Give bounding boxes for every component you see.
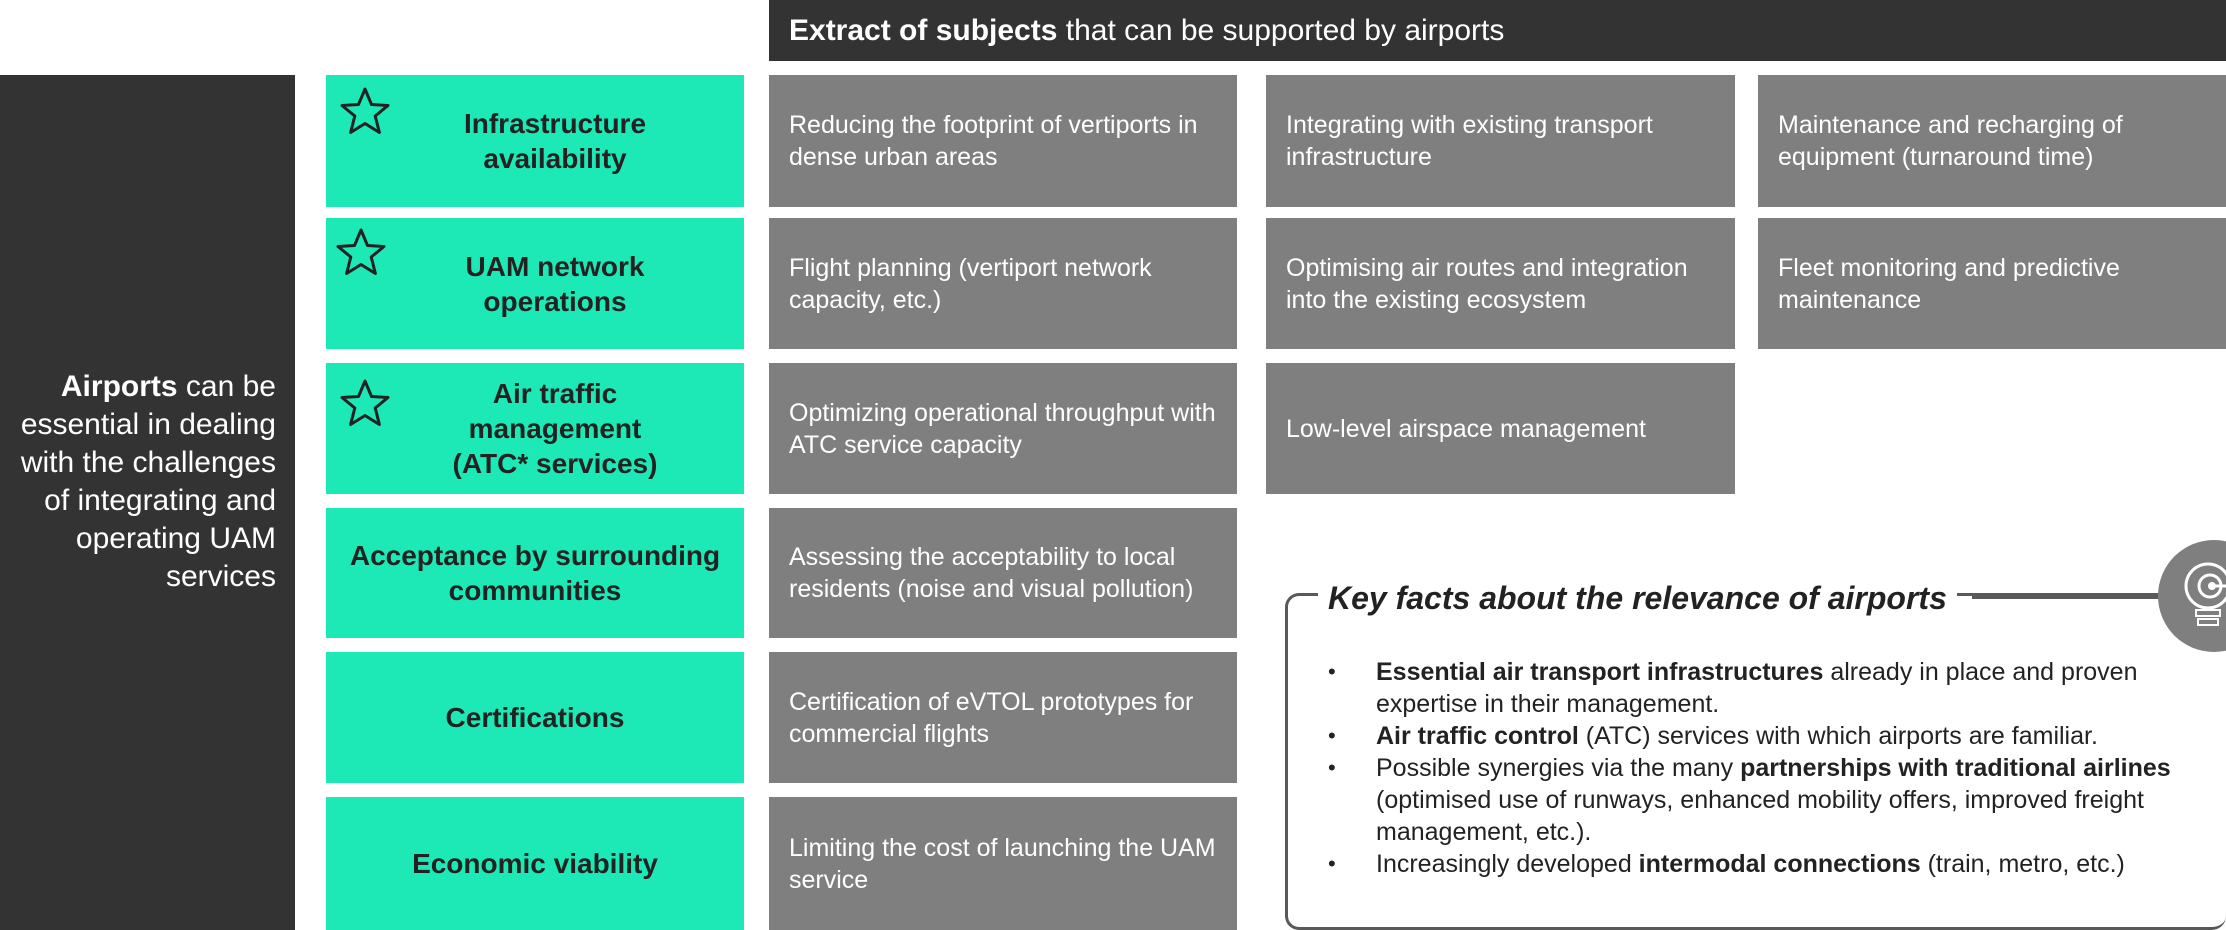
- key-fact-bold: partnerships with traditional airlines: [1740, 754, 2171, 782]
- category-label: Certifications: [445, 702, 625, 733]
- subject-box: Integrating with existing transport infr…: [1266, 75, 1735, 207]
- subject-box: Optimizing operational throughput with A…: [769, 363, 1237, 494]
- category-label: Infrastructure availability: [463, 108, 647, 174]
- subject-text: Optimising air routes and integration in…: [1286, 253, 1688, 314]
- key-facts-divider: [1972, 596, 2172, 599]
- subject-box: Maintenance and recharging of equipment …: [1758, 75, 2226, 207]
- subject-text: Reducing the footprint of vertiports in …: [789, 111, 1198, 171]
- side-panel: [0, 75, 295, 930]
- side-panel-bold: Airports: [60, 370, 178, 403]
- star-outline-icon: [338, 85, 392, 139]
- key-fact-item: Essential air transport infrastructures …: [1322, 656, 2202, 720]
- key-fact-text: already in place and proven expertise in…: [1376, 658, 2145, 718]
- subject-text: Fleet monitoring and predictive maintena…: [1778, 253, 2120, 314]
- subject-box: Fleet monitoring and predictive maintena…: [1758, 218, 2226, 349]
- subject-box: Low-level airspace management: [1266, 363, 1735, 494]
- key-fact-text: (ATC) services with which airports are f…: [1578, 722, 2098, 750]
- subject-text: Limiting the cost of launching the UAM s…: [789, 833, 1216, 894]
- subject-text: Flight planning (vertiport network capac…: [789, 253, 1152, 314]
- key-fact-text: Possible synergies via the many: [1376, 754, 1741, 782]
- category-certifications: Certifications: [326, 652, 744, 783]
- subject-text: Low-level airspace management: [1286, 414, 1646, 443]
- subject-text: Certification of eVTOL prototypes for co…: [789, 687, 1194, 748]
- category-economic: Economic viability: [326, 797, 744, 930]
- subject-text: Maintenance and recharging of equipment …: [1778, 111, 2123, 171]
- key-fact-item: Increasingly developed intermodal connec…: [1322, 848, 2202, 880]
- star-outline-icon: [338, 377, 392, 431]
- subject-box: Assessing the acceptability to local res…: [769, 508, 1237, 638]
- subject-box: Optimising air routes and integration in…: [1266, 218, 1735, 349]
- category-label: UAM network operations: [465, 250, 645, 317]
- category-infrastructure: Infrastructure availability: [326, 75, 744, 207]
- key-fact-text: (optimised use of runways, enhanced mobi…: [1376, 754, 2178, 846]
- subject-box: Reducing the footprint of vertiports in …: [769, 75, 1237, 207]
- key-fact-text: Increasingly developed: [1376, 850, 1639, 878]
- category-label: Acceptance by surrounding communities: [349, 540, 721, 606]
- star-outline-icon: [334, 226, 388, 280]
- category-label: Air traffic management (ATC* services): [452, 378, 658, 479]
- subject-box: Flight planning (vertiport network capac…: [769, 218, 1237, 349]
- subject-text: Assessing the acceptability to local res…: [789, 543, 1194, 603]
- header-title-rest: that can be supported by airports: [1057, 13, 1505, 47]
- key-facts-title: Key facts about the relevance of airport…: [1328, 579, 1947, 616]
- category-label: Economic viability: [412, 848, 658, 879]
- lightbulb-icon: [2158, 540, 2226, 652]
- subject-box: Certification of eVTOL prototypes for co…: [769, 652, 1237, 783]
- key-fact-bold: Essential air transport infrastructures: [1376, 658, 1824, 686]
- category-acceptance: Acceptance by surrounding communities: [326, 508, 744, 638]
- key-fact-item: Possible synergies via the many partners…: [1322, 752, 2202, 848]
- side-panel-text: Airports can be essential in dealing wit…: [20, 368, 276, 596]
- key-facts-title-wrap: Key facts about the relevance of airport…: [1318, 572, 1957, 624]
- subject-text: Integrating with existing transport infr…: [1286, 111, 1653, 171]
- key-fact-bold: Air traffic control: [1376, 722, 1579, 750]
- key-facts-list: Essential air transport infrastructures …: [1322, 656, 2202, 880]
- subject-box: Limiting the cost of launching the UAM s…: [769, 797, 1237, 930]
- category-air-traffic: Air traffic management (ATC* services): [326, 363, 744, 494]
- key-fact-text: (train, metro, etc.): [1920, 850, 2125, 878]
- subjects-header: Extract of subjects that can be supporte…: [769, 0, 2226, 61]
- category-uam-network: UAM network operations: [326, 218, 744, 349]
- key-fact-item: Air traffic control (ATC) services with …: [1322, 720, 2202, 752]
- header-title-bold: Extract of subjects: [789, 13, 1058, 47]
- subject-text: Optimizing operational throughput with A…: [789, 398, 1216, 459]
- side-panel-rest: can be essential in dealing with the cha…: [20, 370, 276, 593]
- key-fact-bold: intermodal connections: [1638, 850, 1921, 878]
